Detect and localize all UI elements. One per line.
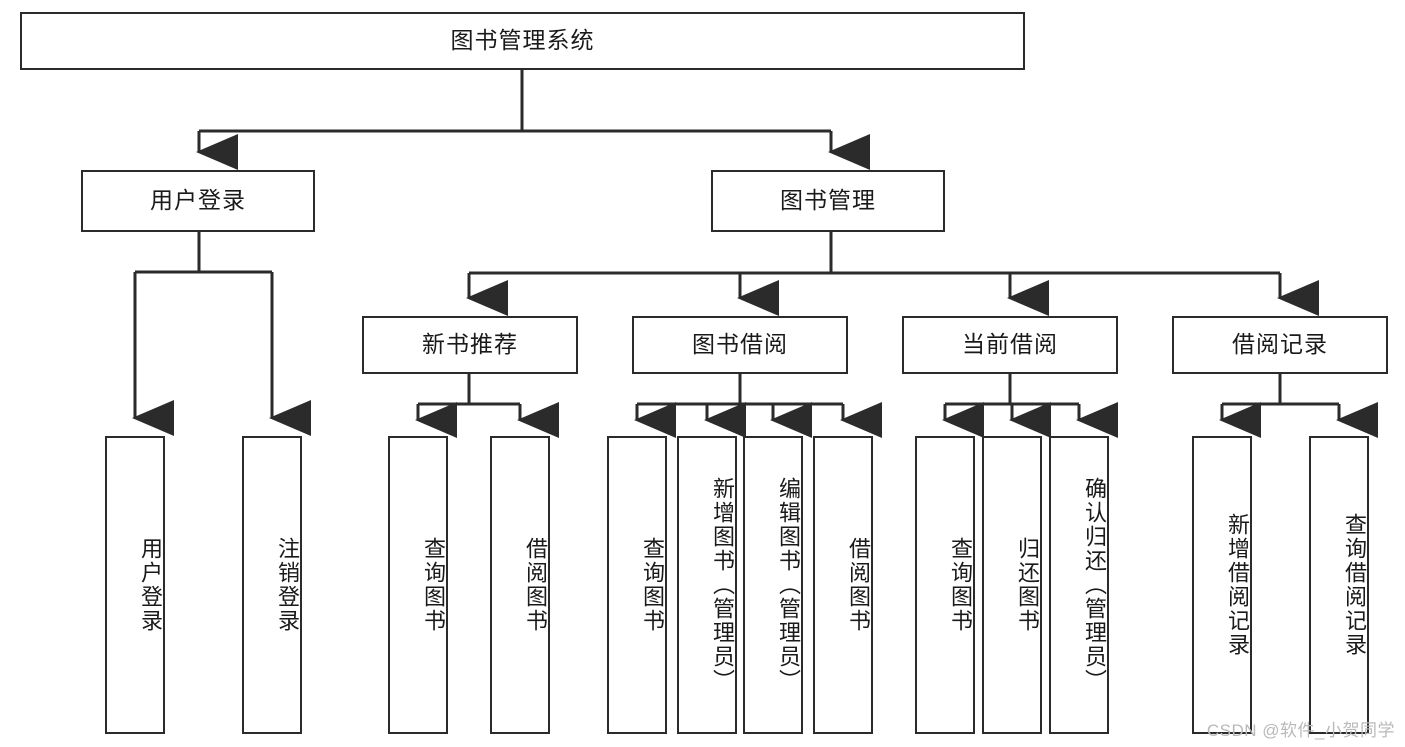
node-book-management[interactable]: 图书管理 bbox=[711, 170, 945, 232]
node-label: 归还图书 bbox=[1015, 537, 1040, 633]
node-leaf-borrow-book-1[interactable]: 借阅图书 bbox=[490, 436, 550, 734]
node-label: 确认归还（管理员） bbox=[1082, 477, 1107, 693]
node-label: 编辑图书（管理员） bbox=[776, 477, 801, 693]
csdn-watermark: CSDN @软件_小贺同学 bbox=[1206, 721, 1395, 740]
node-label: 查询图书 bbox=[948, 537, 973, 633]
node-label: 查询图书 bbox=[421, 537, 446, 633]
node-leaf-return-book[interactable]: 归还图书 bbox=[982, 436, 1042, 734]
node-borrow-record[interactable]: 借阅记录 bbox=[1172, 316, 1388, 374]
node-leaf-user-login[interactable]: 用户登录 bbox=[105, 436, 165, 734]
node-label: 借阅图书 bbox=[846, 537, 871, 633]
node-label: 借阅图书 bbox=[523, 537, 548, 633]
node-label: 新书推荐 bbox=[422, 331, 518, 358]
node-leaf-edit-book[interactable]: 编辑图书（管理员） bbox=[743, 436, 803, 734]
node-label: 查询借阅记录 bbox=[1342, 513, 1367, 657]
node-label: 用户登录 bbox=[138, 537, 163, 633]
node-label: 新增借阅记录 bbox=[1225, 513, 1250, 657]
node-label: 借阅记录 bbox=[1232, 331, 1328, 358]
node-leaf-query-book-2[interactable]: 查询图书 bbox=[607, 436, 667, 734]
node-leaf-logout-login[interactable]: 注销登录 bbox=[242, 436, 302, 734]
node-user-login[interactable]: 用户登录 bbox=[81, 170, 315, 232]
node-label: 查询图书 bbox=[640, 537, 665, 633]
node-label: 图书管理系统 bbox=[450, 27, 595, 54]
node-new-book-recommend[interactable]: 新书推荐 bbox=[362, 316, 578, 374]
node-leaf-query-book-3[interactable]: 查询图书 bbox=[915, 436, 975, 734]
node-leaf-add-book[interactable]: 新增图书（管理员） bbox=[677, 436, 737, 734]
node-book-management-system[interactable]: 图书管理系统 bbox=[20, 12, 1025, 70]
node-label: 新增图书（管理员） bbox=[710, 477, 735, 693]
node-label: 图书管理 bbox=[780, 187, 876, 214]
node-label: 图书借阅 bbox=[692, 331, 788, 358]
node-leaf-query-record[interactable]: 查询借阅记录 bbox=[1309, 436, 1369, 734]
node-label: 注销登录 bbox=[275, 537, 300, 633]
node-leaf-confirm-return[interactable]: 确认归还（管理员） bbox=[1049, 436, 1109, 734]
node-leaf-borrow-book-2[interactable]: 借阅图书 bbox=[813, 436, 873, 734]
node-label: 用户登录 bbox=[150, 187, 246, 214]
node-leaf-query-book-1[interactable]: 查询图书 bbox=[388, 436, 448, 734]
node-leaf-add-record[interactable]: 新增借阅记录 bbox=[1192, 436, 1252, 734]
node-current-borrow[interactable]: 当前借阅 bbox=[902, 316, 1118, 374]
node-book-borrow[interactable]: 图书借阅 bbox=[632, 316, 848, 374]
node-label: 当前借阅 bbox=[962, 331, 1058, 358]
